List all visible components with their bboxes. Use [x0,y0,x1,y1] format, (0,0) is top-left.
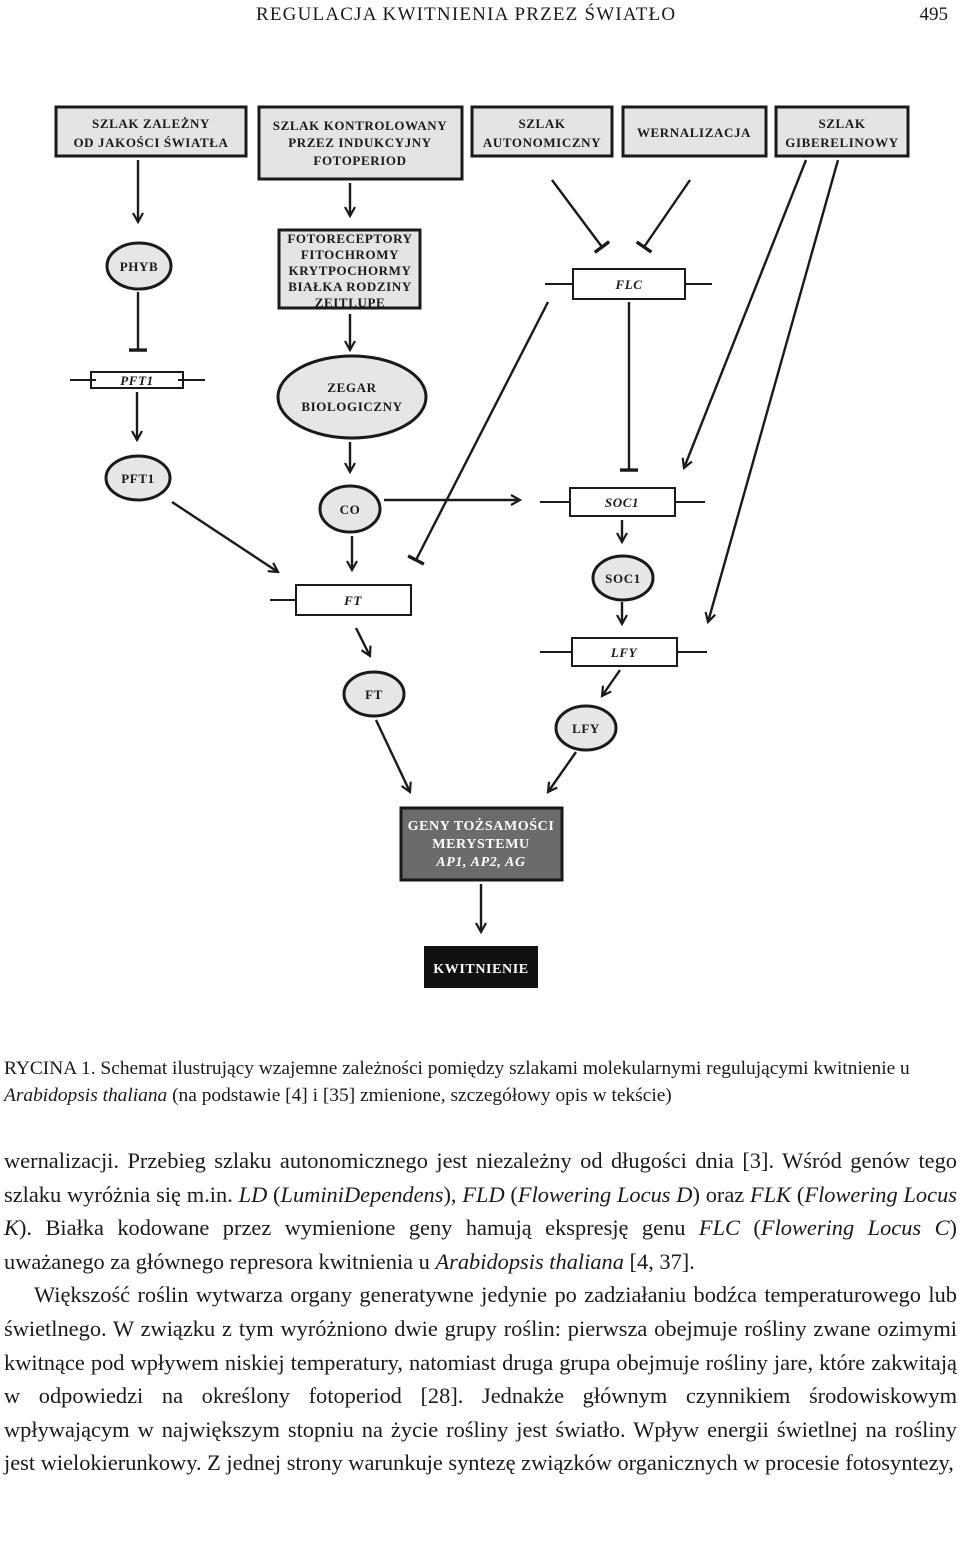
photoreceptors-line-2: FITOCHROMY [301,247,399,262]
ft-protein-node: FT [342,670,406,718]
lfy-gene-box: LFY [540,637,707,667]
photoreceptors-line-1: FOTORECEPTORY [287,231,412,246]
soc1-protein-node: SOC1 [591,554,655,602]
pft1-gene-box: PFT1 [70,371,205,389]
italic-term: Flowering Locus D [517,1181,693,1207]
photoreceptors-line-5: ZEITLUPE [315,295,386,310]
text-run: [4, 37]. [623,1248,695,1274]
repress-vernalization-flc [635,179,691,254]
clock-line-1: ZEGAR [327,380,376,395]
gibberellin-line-1: SZLAK [818,116,865,131]
text-run: ( [267,1181,281,1207]
text-run: wernalizacji. Przebieg szlaku autonomicz… [4,1148,957,1207]
repress-autonomous-flc [551,179,611,254]
gibberellin-line-2: GIBERELINOWY [785,135,898,150]
text-run: ( [739,1215,761,1241]
ft-protein-label: FT [365,687,383,702]
meristem-line-2: MERYSTEMU [432,837,529,852]
soc1-gene-box: SOC1 [540,487,705,517]
lfy-gene-label: LFY [610,645,638,660]
italic-term: Arabidopsis thaliana [435,1248,624,1274]
autonomous-pathway-box: SZLAK AUTONOMICZNY [470,105,614,158]
light-quality-line-1: SZLAK ZALEŻNY [92,116,210,131]
co-node: CO [318,484,382,534]
arrow-lfy-gene-to-protein [602,669,621,696]
italic-term: FLK [750,1181,792,1207]
ft-gene-label: FT [343,593,362,608]
photoreceptors-box: FOTORECEPTORY FITOCHROMY KRYTPOCHORMY BI… [277,228,422,310]
running-title: REGULACJA KWITNIENIA PRZEZ ŚWIATŁO [256,4,677,25]
running-head: REGULACJA KWITNIENIA PRZEZ ŚWIATŁO 495 [0,4,960,28]
lfy-protein-node: LFY [554,704,618,752]
page-number: 495 [919,4,949,25]
photoperiod-line-1: SZLAK KONTROLOWANY [273,118,447,133]
flowering-label: KWITNIENIE [433,962,528,977]
text-run: ) oraz [692,1181,751,1207]
arrow-gibberellin-to-lfy [708,159,840,622]
vernalization-pathway-box: WERNALIZACJA [621,105,768,158]
italic-term: FLC [698,1215,740,1241]
repress-flc-ft [407,301,550,566]
vernalization-line-1: WERNALIZACJA [637,125,751,140]
arrow-lfy-to-meristem [548,751,577,792]
meristem-line-3: AP1, AP2, AG [435,855,525,870]
autonomous-line-1: SZLAK [518,116,565,131]
co-label: CO [340,502,361,517]
caption-text-2: (na podstawie [4] i [35] zmienione, szcz… [167,1085,672,1106]
body-text: wernalizacji. Przebieg szlaku autonomicz… [4,1144,957,1480]
pft1-protein-node: PFT1 [104,454,172,502]
photoperiod-line-3: FOTOPERIOD [313,153,406,168]
flowering-pathway-diagram: SZLAK ZALEŻNY OD JAKOŚCI ŚWIATŁA SZLAK K… [54,105,910,988]
figure-caption: RYCINA 1. Schemat ilustrujący wzajemne z… [4,1055,956,1109]
arrow-ft-gene-to-protein [354,627,370,656]
pft1-gene-label: PFT1 [120,373,153,388]
text-run: ), [443,1181,463,1207]
italic-term: FLD [462,1181,505,1207]
paragraph-1: wernalizacji. Przebieg szlaku autonomicz… [4,1144,957,1278]
flc-gene-box: FLC [545,268,712,300]
meristem-line-1: GENY TOŻSAMOŚCI [408,817,555,834]
clock-line-2: BIOLOGICZNY [301,399,402,414]
photoreceptors-line-4: BIAŁKA RODZINY [288,279,412,294]
caption-species: Arabidopsis thaliana [4,1085,168,1106]
ft-gene-box: FT [270,584,412,616]
phyb-node: PHYB [105,241,173,291]
gibberellin-pathway-box: SZLAK GIBERELINOWY [774,105,910,158]
autonomous-line-2: AUTONOMICZNY [483,135,601,150]
flowering-box: KWITNIENIE [424,946,538,988]
photoperiod-line-2: PRZEZ INDUKCYJNY [288,135,432,150]
light-quality-pathway-box: SZLAK ZALEŻNY OD JAKOŚCI ŚWIATŁA [54,105,248,158]
biological-clock-node: ZEGAR BIOLOGICZNY [276,354,428,440]
arrow-gibberellin-to-soc1 [684,159,808,468]
activation-arrows [137,159,840,932]
italic-term: Flowering Locus K [4,1181,957,1241]
italic-term: LD [238,1181,268,1207]
repression-lines [129,179,691,566]
italic-term: LuminiDependens [280,1181,444,1207]
meristem-identity-box: GENY TOŻSAMOŚCI MERYSTEMU AP1, AP2, AG [399,806,564,882]
arrow-ft-to-meristem [374,719,410,792]
paragraph-2: Większość roślin wytwarza organy generat… [4,1282,957,1476]
photoreceptors-line-3: KRYTPOCHORMY [288,263,411,278]
lfy-protein-label: LFY [572,721,600,736]
soc1-gene-label: SOC1 [605,495,639,510]
arrow-pft1-to-ft [171,500,278,572]
text-run: ). Białka kodowane przez wymienione geny… [18,1215,699,1241]
photoperiod-pathway-box: SZLAK KONTROLOWANY PRZEZ INDUKCYJNY FOTO… [257,105,464,181]
text-run: ( [504,1181,518,1207]
flc-gene-label: FLC [614,277,642,292]
light-quality-line-2: OD JAKOŚCI ŚWIATŁA [73,135,228,150]
soc1-protein-label: SOC1 [605,571,641,586]
text-run: ( [791,1181,805,1207]
italic-term: Flowering Locus C [760,1215,950,1241]
caption-text-1: RYCINA 1. Schemat ilustrujący wzajemne z… [4,1058,910,1079]
text-run: ) uważanego za głównego represora kwitni… [4,1215,957,1274]
phyb-label: PHYB [120,259,159,274]
pft1-protein-label: PFT1 [121,471,154,486]
